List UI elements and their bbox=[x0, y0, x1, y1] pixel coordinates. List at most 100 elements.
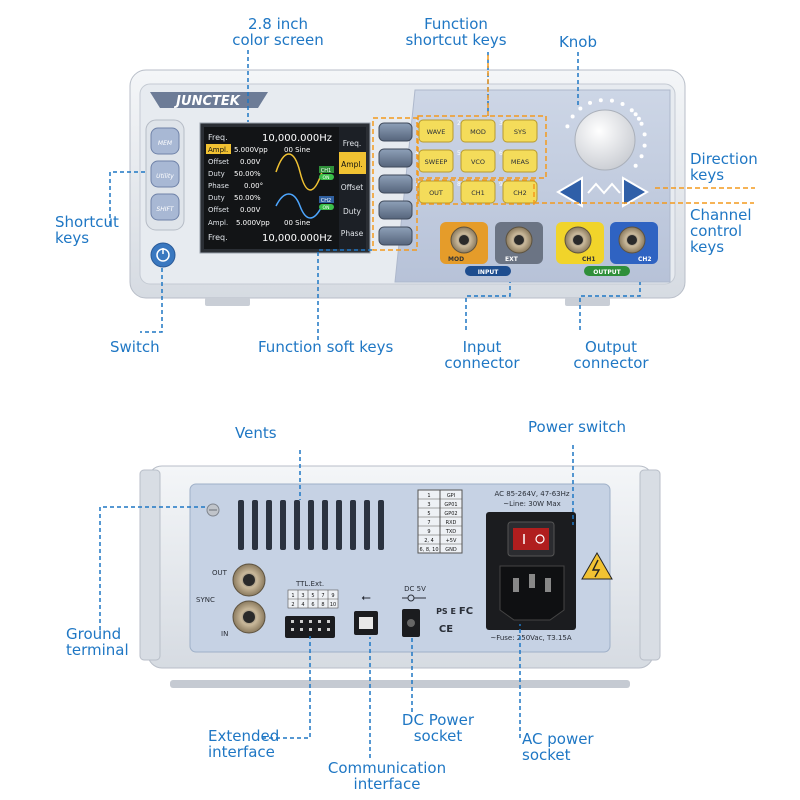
function-key-number: 4 bbox=[415, 150, 419, 157]
ttl-pin-number: 8 bbox=[321, 602, 324, 608]
knob-led bbox=[609, 98, 614, 103]
function-key-label: OUT bbox=[429, 189, 443, 197]
left-arrow-key[interactable] bbox=[556, 176, 583, 208]
ttl-pin-number: 1 bbox=[291, 593, 294, 599]
pin-number: 5 bbox=[427, 511, 430, 517]
pin-number: 9 bbox=[427, 529, 430, 535]
soft-key-1[interactable] bbox=[378, 122, 413, 142]
label-input-connector: Input connector bbox=[442, 339, 522, 371]
pin-signal: RXD bbox=[446, 520, 457, 526]
label-ground-line1: Ground bbox=[66, 625, 122, 643]
ttl-pin-number: 9 bbox=[331, 593, 334, 599]
label-ac-power-socket: AC power socket bbox=[522, 731, 594, 763]
label-function-shortcut: Function shortcut keys bbox=[396, 16, 516, 48]
label-sk-line2: keys bbox=[55, 229, 90, 247]
extended-interface-port[interactable] bbox=[285, 616, 335, 638]
mod-label: MOD bbox=[448, 256, 464, 263]
orange-callouts bbox=[487, 55, 755, 204]
label-communication-interface: Communication interface bbox=[322, 760, 452, 792]
function-key-number: 2 bbox=[457, 120, 461, 127]
screen-ch1-ampl-value: 5.000Vpp bbox=[234, 146, 268, 154]
ac-spec-1: AC 85-264V, 47-63Hz bbox=[494, 490, 569, 498]
utility-key[interactable] bbox=[150, 160, 180, 188]
label-inp-line2: connector bbox=[444, 354, 520, 372]
vents bbox=[238, 500, 384, 550]
soft-key-4[interactable] bbox=[378, 200, 413, 220]
fc-mark: FC bbox=[459, 606, 473, 617]
label-switch: Switch bbox=[110, 338, 160, 356]
label-comm-line2: interface bbox=[353, 775, 421, 793]
ttl-pin-number: 7 bbox=[321, 593, 324, 599]
screen-ch2-offset-label: Offset bbox=[208, 206, 229, 214]
label-direction-keys: Direction keys bbox=[690, 151, 758, 183]
ac-spec-2: ~Line: 30W Max bbox=[503, 500, 561, 508]
label-extended-interface: Extended interface bbox=[208, 728, 279, 760]
soft-key-2[interactable] bbox=[378, 148, 413, 168]
ext-label: EXT bbox=[505, 256, 519, 263]
soft-keys-group bbox=[378, 122, 413, 246]
screen-ch1-phase-value: 0.00° bbox=[244, 182, 263, 190]
label-screen: 2.8 inch color screen bbox=[218, 16, 338, 48]
dc-label: DC 5V bbox=[404, 585, 426, 593]
ttl-pin bbox=[327, 620, 330, 623]
function-key-out[interactable] bbox=[418, 180, 454, 204]
knob-led bbox=[639, 154, 644, 159]
shift-key[interactable] bbox=[150, 193, 180, 221]
soft-menu-duty: Duty bbox=[343, 207, 361, 216]
soft-key-3[interactable] bbox=[378, 174, 413, 194]
ttl-pin-number: 6 bbox=[311, 602, 314, 608]
pin-number: 2, 4 bbox=[424, 538, 434, 544]
ttl-pin bbox=[318, 628, 321, 631]
label-screen-line2: color screen bbox=[232, 31, 324, 49]
vent-slot bbox=[238, 500, 244, 550]
ttl-label: TTL.Ext. bbox=[295, 580, 324, 588]
label-sk-line1: Shortcut bbox=[55, 213, 119, 231]
ce-mark: CE bbox=[439, 624, 453, 635]
screen-freq2-value: 10,000.000Hz bbox=[262, 233, 332, 244]
label-ext-line2: interface bbox=[208, 743, 275, 761]
screen-ch2-on: ON bbox=[323, 205, 330, 211]
ttl-pin bbox=[300, 628, 303, 631]
shift-key-label: SHIFT bbox=[156, 206, 175, 213]
pin-number: 3 bbox=[427, 502, 430, 508]
soft-menu-offset: Offset bbox=[341, 183, 364, 192]
power-rocker-switch[interactable] bbox=[513, 528, 549, 550]
function-key-wave[interactable] bbox=[418, 119, 454, 143]
knob-leds bbox=[565, 98, 647, 168]
pin-signal: GPI bbox=[447, 493, 455, 499]
function-key-label: MOD bbox=[470, 128, 486, 136]
ttl-pin bbox=[327, 628, 330, 631]
label-comm-line1: Communication bbox=[327, 759, 447, 777]
soft-key-5[interactable] bbox=[378, 226, 413, 246]
brand-logo: JUNCTEK bbox=[173, 94, 241, 109]
function-key-number: 6 bbox=[499, 150, 503, 157]
warning-icon bbox=[581, 551, 613, 580]
label-power-switch: Power switch bbox=[528, 418, 627, 436]
mem-key[interactable] bbox=[150, 127, 180, 155]
function-key-mod[interactable] bbox=[460, 119, 496, 143]
in-label: IN bbox=[221, 630, 228, 638]
function-key-meas[interactable] bbox=[502, 149, 538, 173]
function-key-ch1[interactable] bbox=[460, 180, 496, 204]
screen-ch1-on: ON bbox=[323, 175, 330, 181]
shortcut-keys-group: MEM Utility SHIFT bbox=[145, 119, 185, 231]
label-screen-line1: 2.8 inch bbox=[247, 15, 309, 33]
screen-ch2-duty-value: 50.00% bbox=[234, 194, 261, 202]
knob-led bbox=[642, 132, 647, 137]
front-panel: JUNCTEK MEM Utility SHIFT Freq. 10,000.0… bbox=[129, 69, 686, 306]
function-key-ch2[interactable] bbox=[502, 180, 538, 204]
ttl-pin-number: 4 bbox=[301, 602, 304, 608]
ttl-pin-number: 10 bbox=[330, 602, 336, 608]
label-vents: Vents bbox=[235, 424, 277, 442]
knob-led bbox=[578, 106, 583, 111]
function-key-sys[interactable] bbox=[502, 119, 538, 143]
knob[interactable] bbox=[574, 109, 636, 171]
vent-slot bbox=[294, 500, 300, 550]
right-arrow-key[interactable] bbox=[622, 176, 649, 208]
power-button[interactable] bbox=[150, 242, 176, 268]
vent-slot bbox=[350, 500, 356, 550]
function-key-sweep[interactable] bbox=[418, 149, 454, 173]
function-key-vco[interactable] bbox=[460, 149, 496, 173]
knob-led bbox=[565, 124, 570, 129]
